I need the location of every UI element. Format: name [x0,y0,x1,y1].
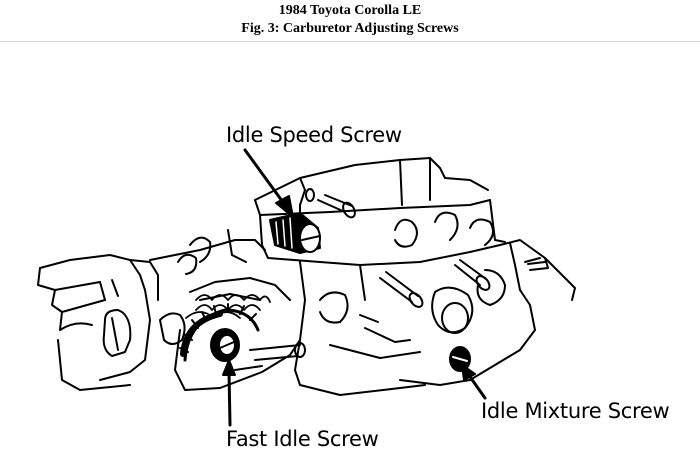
idle-speed-arrow [243,148,294,218]
figure-caption: Fig. 3: Carburetor Adjusting Screws [241,21,459,36]
idle-mixture-arrow [461,364,487,400]
figure-title: 1984 Toyota Corolla LE [278,3,422,18]
idle-speed-screw-icon [269,212,321,254]
idle-mixture-screw-label: Idle Mixture Screw [481,399,670,423]
header-divider [0,41,700,42]
throttle-linkage [149,229,306,391]
left-housing [37,254,186,391]
fast-idle-screw-label: Fast Idle Screw [226,427,379,451]
idle-speed-screw-label: Idle Speed Screw [226,123,402,147]
carburetor-right-body [399,239,576,386]
fast-idle-screw-icon [210,328,240,362]
idle-mixture-screw-icon [449,346,471,372]
fast-idle-arrow [222,359,236,427]
figure-header: 1984 Toyota Corolla LE Fig. 3: Carbureto… [0,0,700,41]
fast-idle-cam [179,303,260,362]
carburetor-middle-body [294,259,491,396]
